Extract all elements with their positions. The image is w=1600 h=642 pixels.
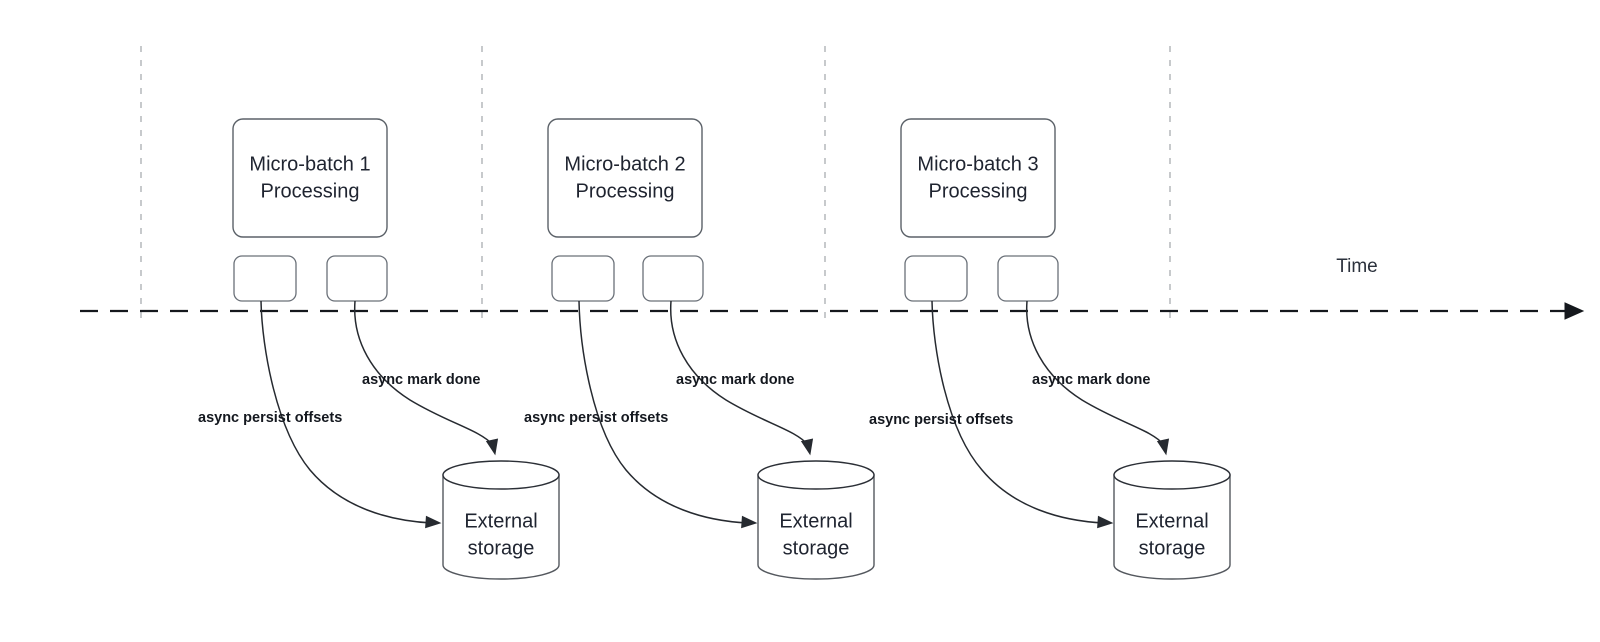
storage-label-line2: storage: [783, 537, 850, 559]
async-persist-offsets-edge-arrowhead: [425, 515, 442, 529]
async-mark-done-edge-arrowhead: [1156, 438, 1170, 456]
storage-label-line2: storage: [468, 537, 535, 559]
mark-done-task[interactable]: [642, 255, 704, 302]
storage-cylinder-body[interactable]: [1113, 474, 1231, 580]
async-persist-offsets-edge: [578, 300, 749, 524]
storage-cylinder-top: [757, 460, 875, 490]
persist-offsets-task[interactable]: [233, 255, 297, 302]
async-mark-done-edge-label: async mark done: [1032, 372, 1150, 388]
processing-box-subtitle: Processing: [929, 180, 1028, 202]
processing-box-title: Micro-batch 1: [249, 153, 370, 175]
async-mark-done-edge-label: async mark done: [362, 372, 480, 388]
storage-cylinder-top: [1113, 460, 1231, 490]
async-persist-offsets-edge: [260, 300, 433, 524]
storage-label-line1: External: [1135, 510, 1208, 532]
async-persist-offsets-edge-label: async persist offsets: [524, 410, 668, 426]
storage-label-line1: External: [464, 510, 537, 532]
async-mark-done-edge: [353, 300, 494, 446]
storage-label-line2: storage: [1139, 537, 1206, 559]
processing-box-subtitle: Processing: [576, 180, 675, 202]
storage-cylinder-body[interactable]: [757, 474, 875, 580]
processing-box[interactable]: [232, 118, 388, 238]
mark-done-task[interactable]: [997, 255, 1059, 302]
batch-group-2: Micro-batch 2 Processing async persist off…: [524, 118, 875, 580]
async-mark-done-edge: [1025, 300, 1165, 446]
batch-group-1: Micro-batch 1 Processing async persist off…: [198, 118, 560, 580]
storage-cylinder-top: [442, 460, 560, 490]
async-mark-done-edge-label: async mark done: [676, 372, 794, 388]
persist-offsets-task[interactable]: [551, 255, 615, 302]
async-persist-offsets-edge-label: async persist offsets: [869, 412, 1013, 428]
processing-box-title: Micro-batch 3: [917, 153, 1038, 175]
time-axis-label: Time: [1336, 256, 1378, 277]
async-mark-done-edge-arrowhead: [485, 438, 499, 456]
processing-box[interactable]: [900, 118, 1056, 238]
batch-group-3: Micro-batch 3 Processing async persist off…: [869, 118, 1231, 580]
async-persist-offsets-edge-arrowhead: [1097, 515, 1114, 529]
storage-cylinder-body[interactable]: [442, 474, 560, 580]
storage-label-line1: External: [779, 510, 852, 532]
persist-offsets-task[interactable]: [904, 255, 968, 302]
async-persist-offsets-edge-label: async persist offsets: [198, 410, 342, 426]
async-persist-offsets-edge-arrowhead: [741, 515, 758, 529]
processing-box-title: Micro-batch 2: [564, 153, 685, 175]
processing-box[interactable]: [547, 118, 703, 238]
mark-done-task[interactable]: [326, 255, 388, 302]
time-axis-arrowhead: [1564, 302, 1585, 320]
processing-box-subtitle: Processing: [261, 180, 360, 202]
async-mark-done-edge-arrowhead: [800, 438, 814, 456]
async-mark-done-edge: [669, 300, 809, 446]
async-persist-offsets-edge: [931, 300, 1105, 524]
